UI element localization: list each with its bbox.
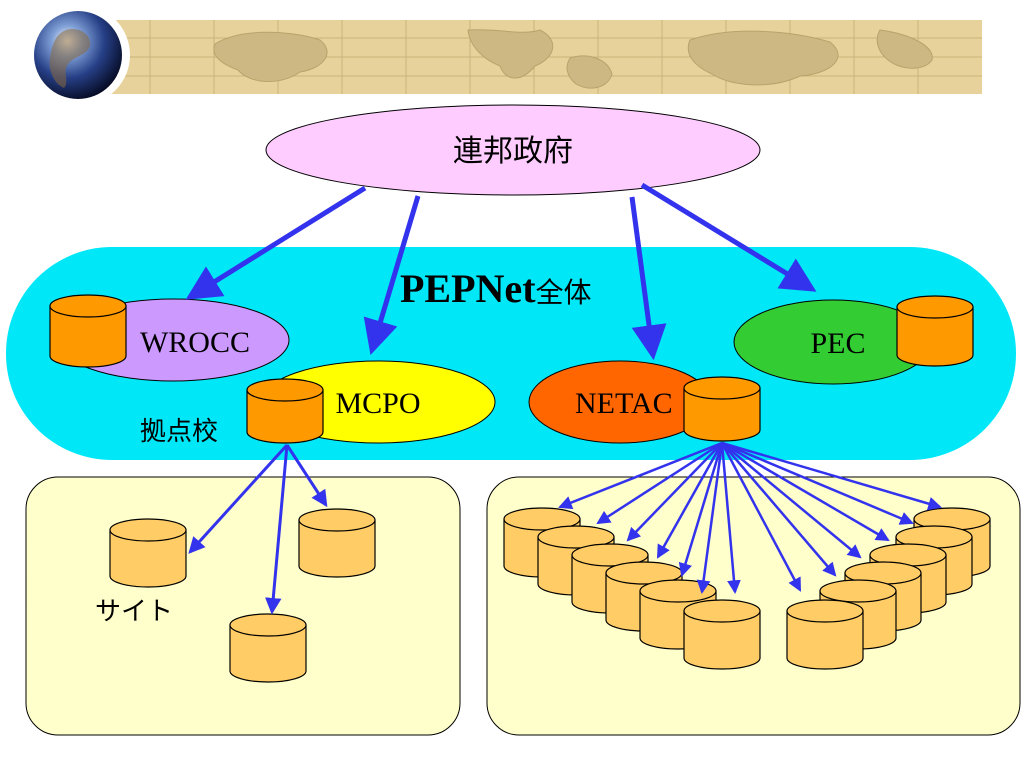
pec-server-icon bbox=[896, 295, 974, 367]
netac-label: NETAC bbox=[575, 387, 673, 420]
hub-school-label: 拠点校 bbox=[140, 417, 218, 446]
globe-land bbox=[49, 28, 91, 89]
pepnet-title: PEPNet全体 bbox=[400, 266, 592, 311]
site-server-icon bbox=[229, 613, 307, 683]
site-server-icon bbox=[786, 599, 864, 670]
wrocc-label: WROCC bbox=[140, 326, 250, 359]
continent-shapes bbox=[213, 29, 933, 89]
arrow-to-mcpo bbox=[363, 195, 421, 356]
arrow-to-pec bbox=[640, 182, 817, 292]
mcpo-label: MCPO bbox=[335, 387, 420, 420]
arrow-to-wrocc bbox=[185, 185, 367, 300]
site-server-icon bbox=[298, 508, 376, 578]
right-sites bbox=[503, 507, 991, 670]
header-banner bbox=[30, 5, 982, 105]
federal-government-node: 連邦政府 bbox=[265, 104, 761, 196]
pepnet-title-suffix: 全体 bbox=[536, 277, 592, 309]
pec-label: PEC bbox=[810, 327, 865, 360]
pepnet-title-main: PEPNet bbox=[400, 266, 536, 311]
arrow-to-netac bbox=[629, 196, 667, 361]
hub-arrows bbox=[188, 443, 328, 615]
pec-node: PEC bbox=[733, 299, 933, 385]
netac-server-icon bbox=[683, 376, 761, 442]
left-sites bbox=[109, 508, 376, 683]
site-label: サイト bbox=[95, 597, 173, 626]
wrocc-server-icon bbox=[49, 294, 127, 368]
left-site-panel bbox=[25, 476, 461, 736]
hub-server-icon bbox=[246, 378, 324, 444]
netac-node: NETAC bbox=[528, 360, 712, 444]
federal-arrows bbox=[185, 182, 817, 361]
netac-arrows bbox=[558, 441, 942, 595]
site-server-icon bbox=[109, 518, 187, 588]
federal-government-label: 連邦政府 bbox=[453, 135, 573, 168]
site-server-icon bbox=[683, 599, 761, 670]
